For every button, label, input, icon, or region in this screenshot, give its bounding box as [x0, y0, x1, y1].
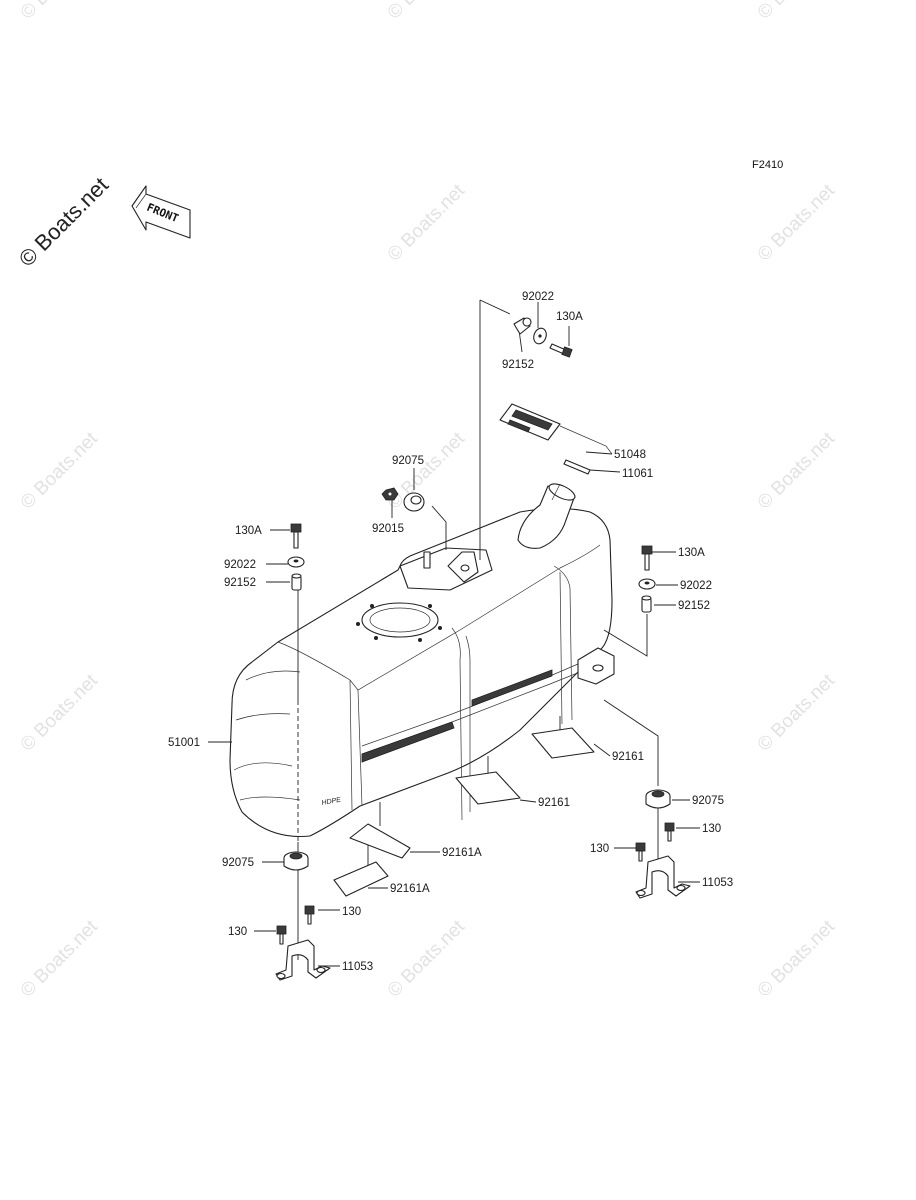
- callout-130-right-a: 130: [702, 823, 721, 835]
- bolt-130a-right: [641, 545, 653, 571]
- label-51048: [499, 403, 613, 455]
- callout-92022-right: 92022: [680, 580, 712, 592]
- watermark-text: © Boats.net: [17, 428, 103, 514]
- bolt-130-left-a: [304, 905, 315, 925]
- washer-92022-right: [638, 578, 656, 590]
- bracket-11053-right: [635, 855, 691, 899]
- watermark-text: © Boats.net: [754, 0, 840, 24]
- callout-92152-right: 92152: [678, 600, 710, 612]
- hardware: [275, 317, 691, 981]
- watermark-layer: © Boats.net © Boats.net © Boats.net © Bo…: [17, 0, 840, 1002]
- callout-92015: 92015: [372, 523, 404, 535]
- damper-92075-right: [645, 789, 671, 809]
- callout-51048: 51048: [614, 449, 646, 461]
- callout-130a-right: 130A: [678, 547, 705, 559]
- callout-92022-top: 92022: [522, 291, 554, 303]
- gasket-11061: [563, 459, 591, 475]
- nut-92015: [381, 487, 399, 501]
- collar-92152-right: [641, 595, 652, 613]
- watermark-text: © Boats.net: [384, 916, 470, 1002]
- washer-92022-left: [287, 556, 305, 568]
- callout-92152-top: 92152: [502, 359, 534, 371]
- front-arrow-icon: FRONT: [131, 185, 191, 239]
- callout-92075-top: 92075: [392, 455, 424, 467]
- callout-130-left-a: 130: [342, 906, 361, 918]
- figure-code: F2410: [752, 159, 783, 171]
- watermark-text: © Boats.net: [754, 670, 840, 756]
- collar-92152-top: [513, 317, 532, 335]
- watermark-text: © Boats.net: [384, 0, 470, 24]
- bolt-130-left-b: [276, 925, 287, 945]
- pad-92161a-upper: [349, 823, 411, 859]
- callout-11053-right: 11053: [702, 877, 733, 889]
- callout-130a-left: 130A: [235, 525, 262, 537]
- callout-92161-lower: 92161: [538, 797, 570, 809]
- callout-11053-left: 11053: [342, 961, 373, 973]
- callout-92161-upper: 92161: [612, 751, 644, 763]
- boats-net-watermark: © Boats.net: [14, 172, 113, 271]
- watermark-text: © Boats.net: [754, 428, 840, 514]
- callout-92161a-upper: 92161A: [442, 847, 482, 859]
- pad-92161-upper: [531, 727, 595, 759]
- bolt-130-right-b: [635, 842, 646, 862]
- bolt-130a-left: [290, 523, 302, 549]
- callout-130a-top: 130A: [556, 311, 583, 323]
- pad-92161-lower: [455, 771, 521, 805]
- tank-front-marking: HDPE: [321, 797, 342, 807]
- pad-92161a-lower: [333, 861, 389, 897]
- watermark-text: © Boats.net: [384, 428, 470, 514]
- bolt-130-right-a: [664, 822, 675, 842]
- callout-11061: 11061: [622, 468, 653, 480]
- bracket-11053-left: [275, 939, 331, 981]
- callout-labels: 92022 130A 92152 51048 11061 92075 92015…: [168, 291, 733, 973]
- watermark-text: © Boats.net: [384, 180, 470, 266]
- watermark-text: © Boats.net: [754, 180, 840, 266]
- leader-lines: [208, 299, 700, 967]
- damper-92075-left: [283, 851, 309, 871]
- callout-92161a-lower: 92161A: [390, 883, 430, 895]
- callout-92022-left: 92022: [224, 559, 256, 571]
- watermark-text: © Boats.net: [17, 916, 103, 1002]
- callout-130-right-b: 130: [590, 843, 609, 855]
- callout-51001: 51001: [168, 737, 200, 749]
- watermark-text: © Boats.net: [754, 916, 840, 1002]
- fuel-tank: HDPE: [229, 483, 615, 842]
- callout-130-left-b: 130: [228, 926, 247, 938]
- watermark-text: © Boats.net: [17, 0, 103, 24]
- callout-92152-left: 92152: [224, 577, 256, 589]
- collar-92152-left: [291, 573, 302, 591]
- washer-92022-top: [533, 327, 547, 345]
- damper-92075-top: [403, 492, 425, 512]
- watermark-text: © Boats.net: [17, 670, 103, 756]
- bolt-130a-top: [549, 343, 573, 358]
- callout-92075-left: 92075: [222, 857, 254, 869]
- callout-92075-right: 92075: [692, 795, 724, 807]
